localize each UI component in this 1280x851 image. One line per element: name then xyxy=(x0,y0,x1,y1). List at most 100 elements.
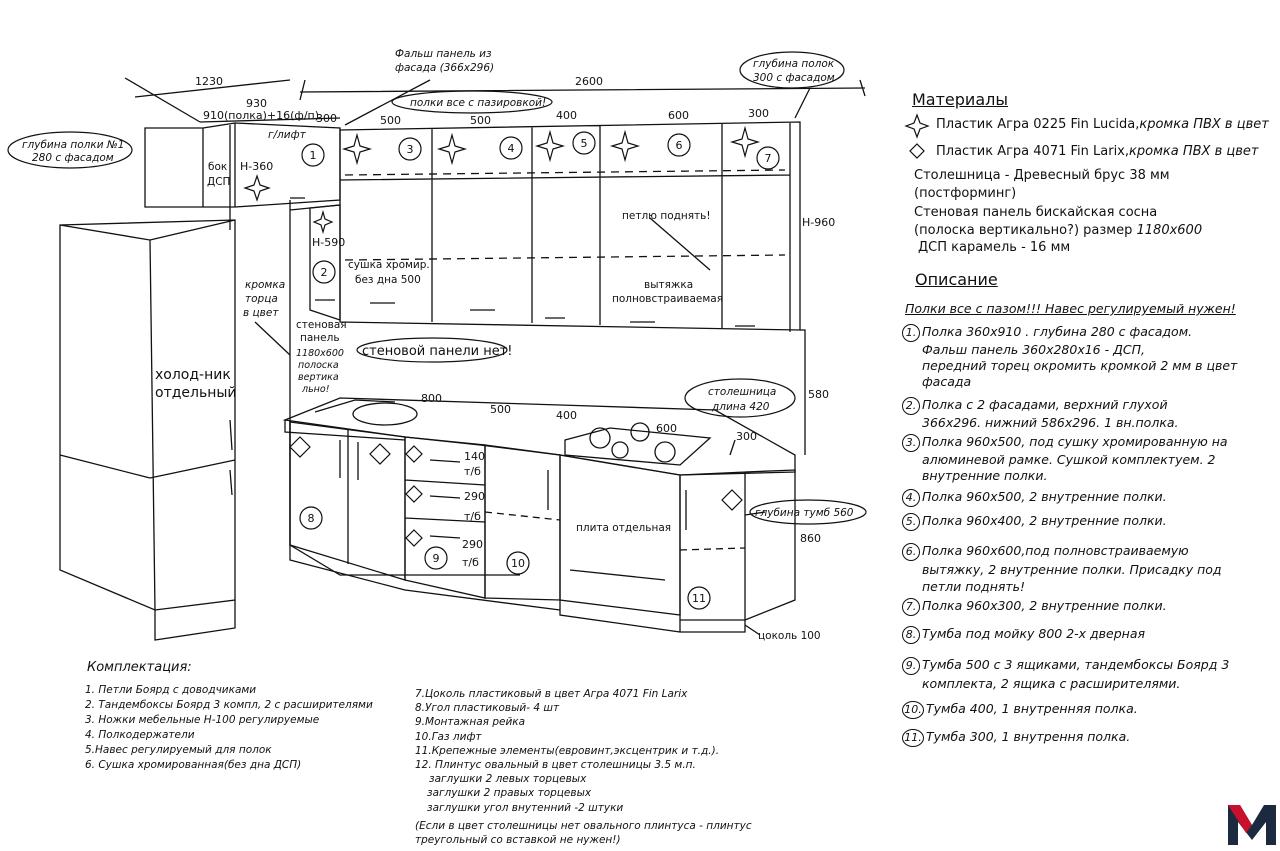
note-countertop-len-1: столешница xyxy=(708,386,776,398)
logo-mark-red xyxy=(1228,805,1252,833)
dim-300-top-right: 300 xyxy=(748,107,769,120)
item-line: фасада xyxy=(922,374,972,389)
dim-tb-2: т/б xyxy=(464,510,481,523)
note-wall-panel-size-2: полоска xyxy=(298,360,339,371)
diamond-icon xyxy=(405,485,423,503)
material-line: Столешница - Древесный брус 38 мм xyxy=(914,168,1170,183)
dim-910: 910(полка)+16(ф/п) xyxy=(203,109,319,122)
burner-3 xyxy=(611,441,629,459)
dim-400-a: 400 xyxy=(556,109,577,122)
label-8: 8 xyxy=(308,512,315,525)
description-item-3: 3.Полка 960х500, под сушку хромированную… xyxy=(902,434,1228,484)
dim-500-a: 500 xyxy=(380,114,401,127)
description-item-4: 4.Полка 960х500, 2 внутренние полки. xyxy=(902,489,1167,507)
description-item-9: 9.Тумба 500 с 3 ящиками, тандембоксы Боя… xyxy=(902,656,1229,692)
material-line: (постформинг) xyxy=(914,186,1017,201)
material-diamond-edge: кромка ПВХ в цвет xyxy=(1129,144,1259,159)
callout-shelf-depth-1 xyxy=(7,131,133,169)
item-number: 6. xyxy=(902,543,920,561)
label-circle-1 xyxy=(301,143,325,167)
label-circle-2 xyxy=(312,260,336,284)
label-10: 10 xyxy=(511,557,525,570)
dim-tb-1: т/б xyxy=(464,465,481,478)
material-size: 1180х600 xyxy=(1136,223,1203,238)
shelf-dashes xyxy=(344,169,786,261)
item-line: Полка 960х300, 2 внутренние полки. xyxy=(922,598,1167,613)
kit-item: 2. Тандембоксы Боярд 3 компл, 2 с расшир… xyxy=(85,699,373,711)
item-line: Полка 960х400, 2 внутренние полки. xyxy=(922,513,1167,528)
note-fridge-1: холод-ник xyxy=(155,367,231,383)
note-shelf-depth-1-1: глубина полки №1 xyxy=(22,139,124,151)
hob xyxy=(564,427,712,466)
note-cabinet-depth: глубина тумб 560 xyxy=(755,507,854,519)
kit-item: 9.Монтажная рейка xyxy=(415,716,526,729)
dim-line-1230 xyxy=(124,77,291,123)
star-icon xyxy=(534,129,566,163)
callout-shelves-groove xyxy=(391,90,553,114)
note-gas-lift: г/лифт xyxy=(268,129,307,141)
kit-item: заглушки 2 правых торцевых xyxy=(427,787,592,800)
kit-title: Комплектация: xyxy=(87,660,192,675)
diamond-icon xyxy=(369,443,391,465)
item-line: Полка 360х910 . глубина 280 с фасадом. xyxy=(922,324,1193,339)
leader-lines xyxy=(254,79,811,636)
callout-shelf-depth-top xyxy=(739,51,845,89)
description-item-10: 10.Тумба 400, 1 внутренняя полка. xyxy=(902,701,1138,719)
note-no-wall-panel: стеновой панели нет! xyxy=(362,344,513,359)
kit-item: 12. Плинтус овальный в цвет столешницы 3… xyxy=(415,759,696,772)
description-item-11: 11.Тумба 300, 1 внутрення полка. xyxy=(902,729,1130,747)
note-wall-panel-2: панель xyxy=(300,332,340,344)
note-edge-2: торца xyxy=(245,293,278,305)
burner-4 xyxy=(654,441,676,463)
note-edge-3: в цвет xyxy=(243,307,279,319)
legend-diamond-icon xyxy=(909,143,925,159)
dim-860: 860 xyxy=(800,532,821,545)
label-circle-7 xyxy=(756,146,780,170)
dim-600-b: 600 xyxy=(656,422,677,435)
label-9: 9 xyxy=(433,552,440,565)
dim-2600: 2600 xyxy=(575,75,603,88)
callout-countertop-len xyxy=(684,378,796,418)
dim-1230: 1230 xyxy=(195,75,223,88)
note-hood-1: вытяжка xyxy=(644,279,693,291)
kit-item: 7.Цоколь пластиковый в цвет Агра 4071 Fi… xyxy=(415,688,688,700)
cabinet-dashes xyxy=(484,511,746,551)
kit-item: (Если в цвет столешницы нет овального пл… xyxy=(415,819,752,832)
diamond-icon xyxy=(721,489,743,511)
note-plinth: цоколь 100 xyxy=(758,630,821,642)
item-number: 7. xyxy=(902,598,920,616)
description-item-7: 7.Полка 960х300, 2 внутренние полки. xyxy=(902,598,1167,616)
note-shelf-depth-top-2: 300 с фасадом xyxy=(753,72,835,84)
item-line: Тумба 300, 1 внутрення полка. xyxy=(926,729,1131,744)
kit-item: 5.Навес регулируемый для полок xyxy=(85,744,272,756)
note-wall-panel-size-4: льно! xyxy=(301,384,330,395)
item-line: передний торец окромить кромкой 2 мм в ц… xyxy=(922,358,1238,373)
note-false-panel-2: фасада (366х296) xyxy=(395,62,494,74)
note-shelf-depth-1-2: 280 с фасадом xyxy=(32,152,114,164)
kit-item: заглушки угол внутенний -2 штуки xyxy=(427,801,624,814)
item-number: 10. xyxy=(902,701,924,719)
dim-line-910 xyxy=(199,117,341,123)
upper-handles xyxy=(290,197,755,327)
dim-tb-3: т/б xyxy=(462,556,479,569)
base-cabinet-10 xyxy=(484,444,561,601)
material-line: Стеновая панель бискайская сосна xyxy=(914,205,1158,220)
item-number: 5. xyxy=(902,513,920,531)
item-line: внутренние полки. xyxy=(922,468,1048,483)
label-4: 4 xyxy=(508,142,515,155)
kit-item: 6. Сушка хромированная(без дна ДСП) xyxy=(85,759,302,771)
note-dryer-1: сушка хромир. xyxy=(348,259,430,271)
kit-item: 10.Газ лифт xyxy=(415,730,482,743)
dim-h960: H-960 xyxy=(802,216,835,229)
description-item-5: 5.Полка 960х400, 2 внутренние полки. xyxy=(902,513,1167,531)
kit-item: треугольный со вставкой не нужен!) xyxy=(415,834,621,847)
logo xyxy=(1228,805,1276,845)
dim-400-b: 400 xyxy=(556,409,577,422)
label-2: 2 xyxy=(321,266,328,279)
stove xyxy=(559,454,681,616)
item-line: Полка с 2 фасадами, верхний глухой xyxy=(922,397,1168,412)
star-icon xyxy=(341,132,373,166)
dim-500-c: 500 xyxy=(490,403,511,416)
label-11: 11 xyxy=(692,592,706,605)
